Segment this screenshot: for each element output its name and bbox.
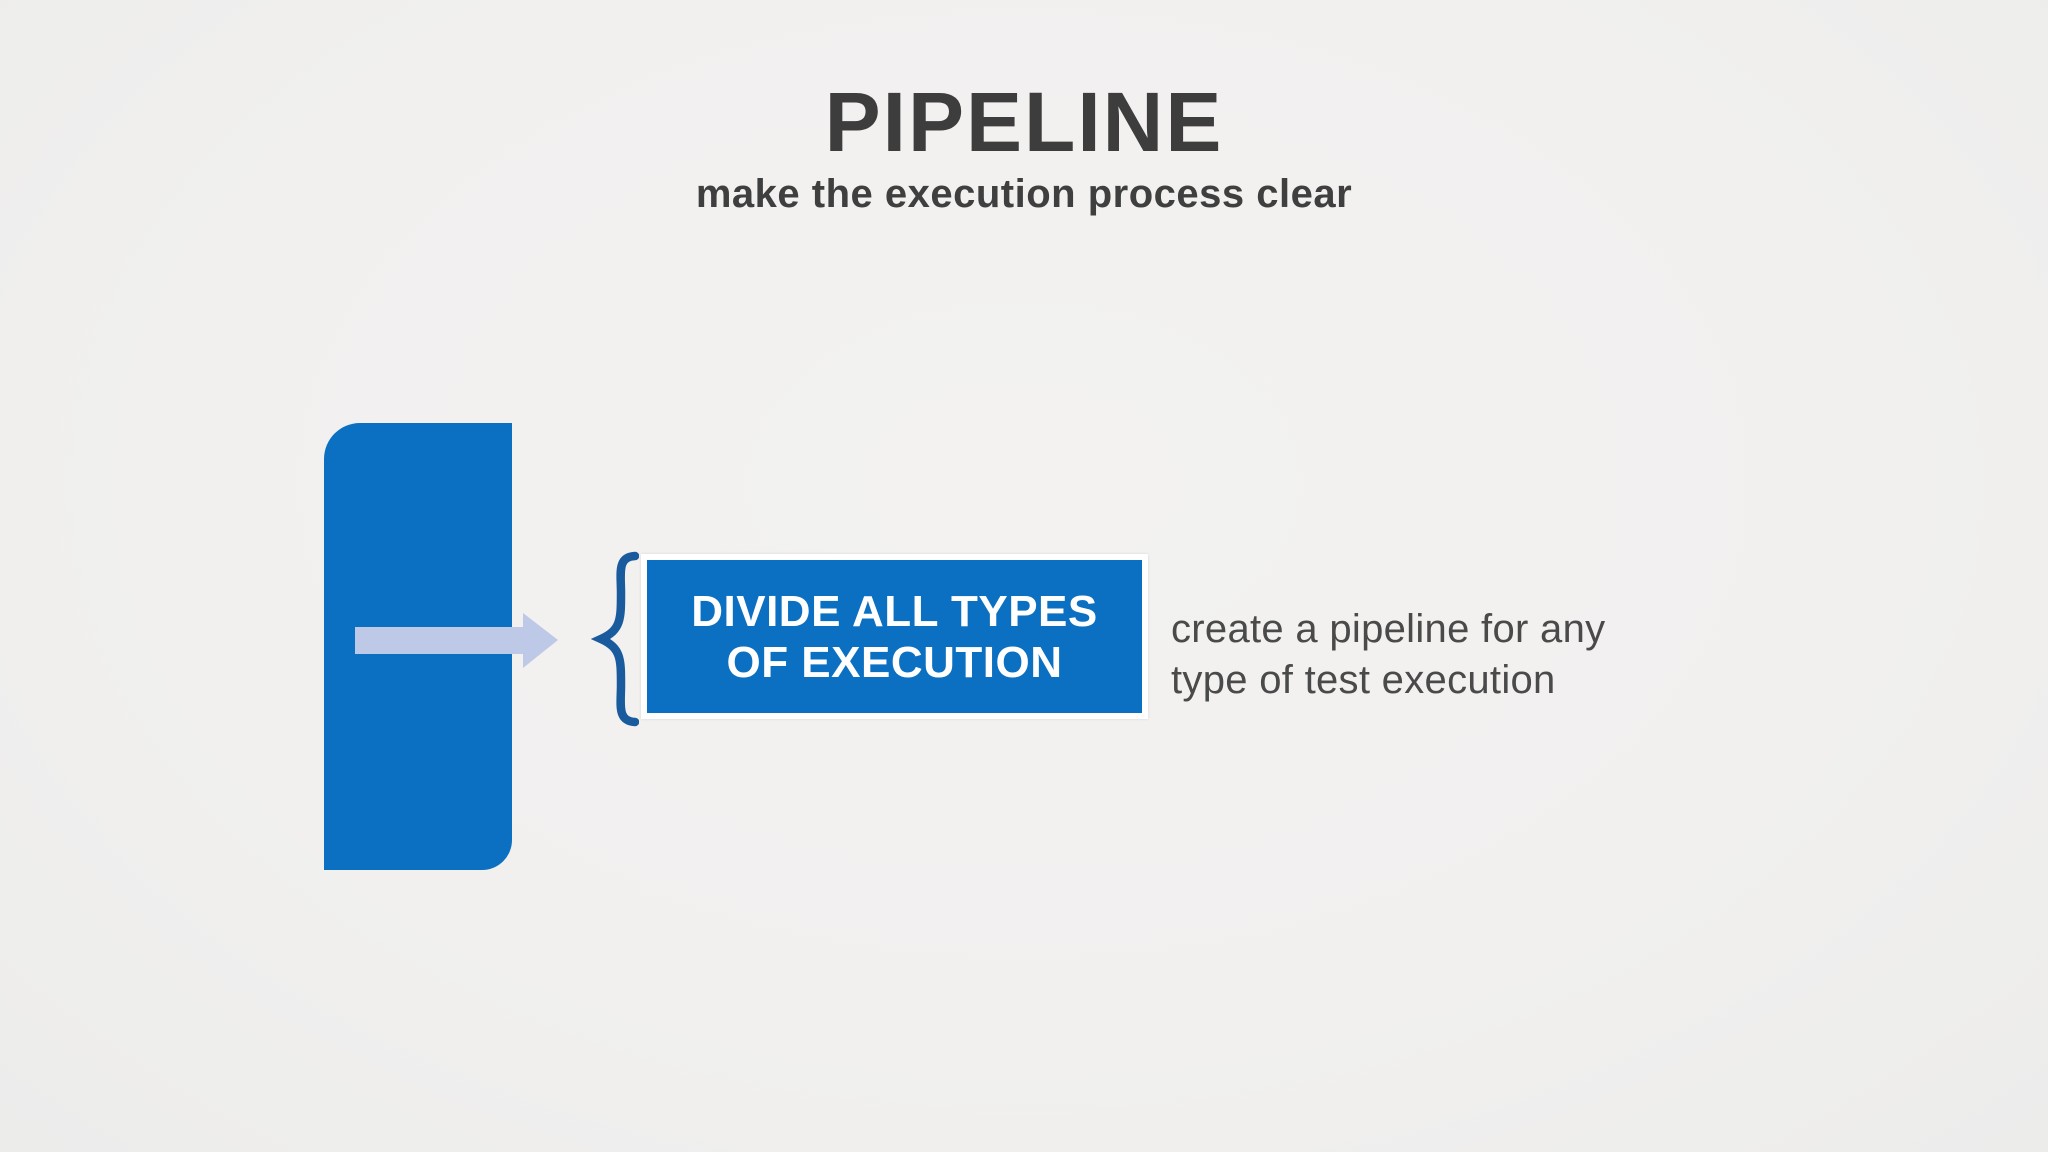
description-text: create a pipeline for any type of test e… bbox=[1171, 604, 1605, 706]
callout-text-line1: DIVIDE ALL TYPES bbox=[691, 586, 1098, 636]
page-title: PIPELINE bbox=[824, 75, 1224, 169]
page-subtitle: make the execution process clear bbox=[695, 172, 1353, 217]
callout-box: DIVIDE ALL TYPES OF EXECUTION bbox=[641, 554, 1148, 719]
description-line2: type of test execution bbox=[1171, 658, 1556, 702]
flow-arrow-icon bbox=[355, 613, 558, 668]
callout-text-line2: OF EXECUTION bbox=[726, 637, 1063, 687]
curly-brace-icon bbox=[591, 551, 639, 727]
slide-header: PIPELINE make the execution process clea… bbox=[0, 78, 2048, 217]
description-line1: create a pipeline for any bbox=[1171, 607, 1606, 651]
